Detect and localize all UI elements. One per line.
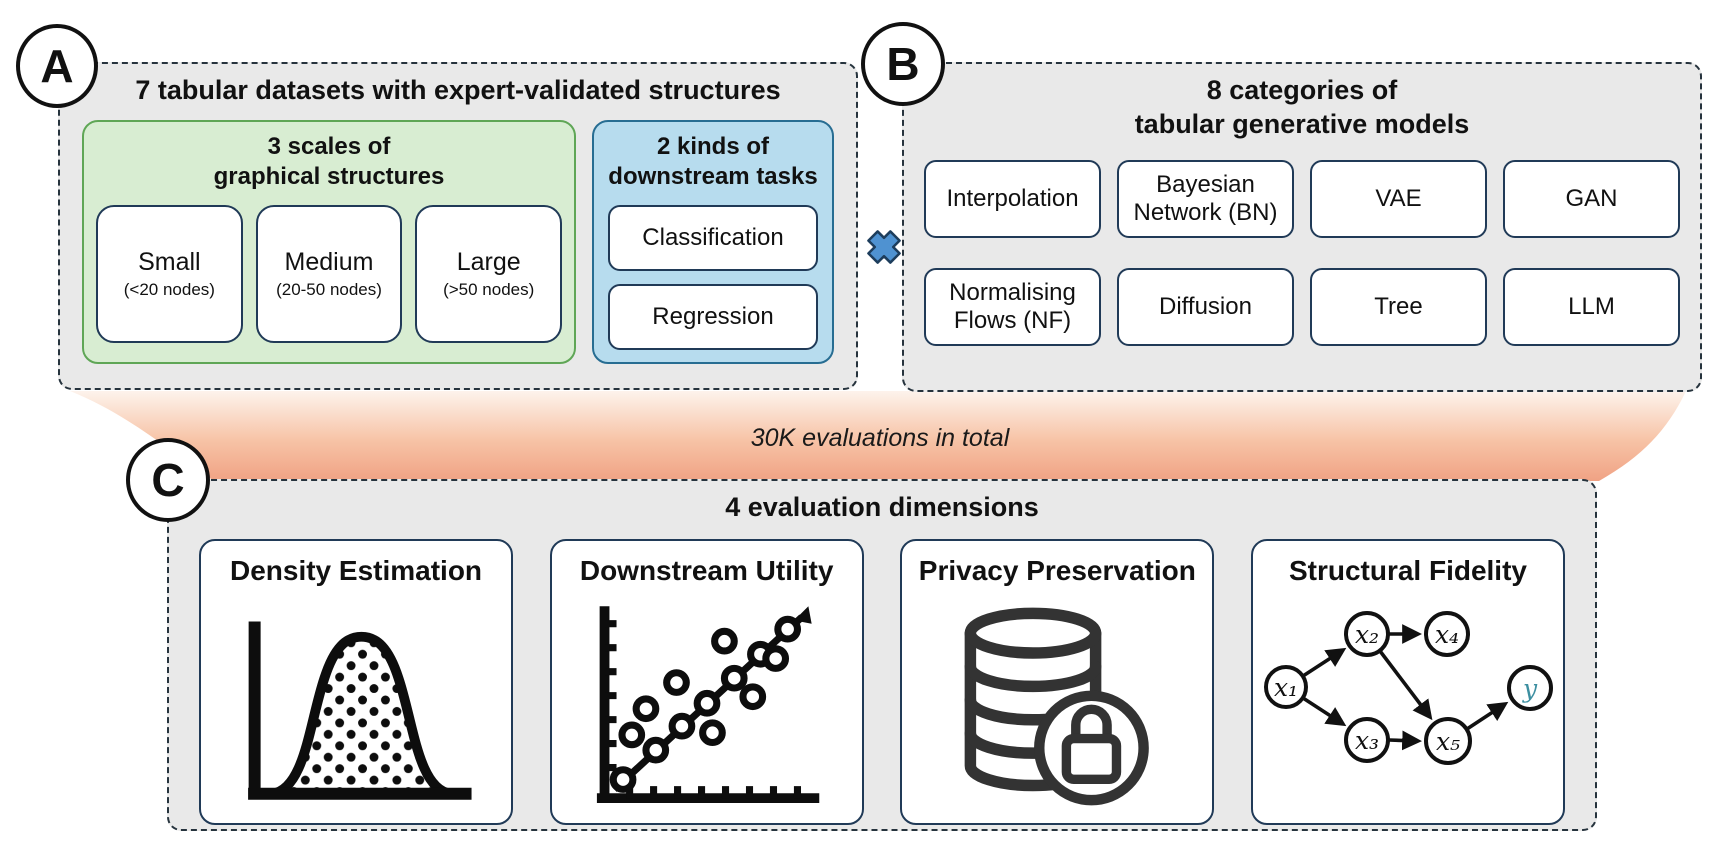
- badge-letter: B: [886, 38, 920, 90]
- scatter-plot-icon: [596, 606, 819, 803]
- badge-letter: A: [40, 40, 74, 92]
- dag-node-y: y: [1506, 664, 1553, 711]
- model-card-bayesian-network: Bayesian Network (BN): [1117, 159, 1294, 238]
- panel-c-badge: C: [126, 438, 210, 522]
- panel-b-title-line1: 8 categories of: [1206, 75, 1398, 105]
- scale-card-large: Large (>50 nodes): [415, 204, 563, 343]
- downstream-tasks-box: 2 kinds of downstream tasks Classificati…: [592, 119, 834, 364]
- dag-node-x2: x₂: [1343, 610, 1390, 657]
- scale-sublabel: (<20 nodes): [123, 279, 215, 299]
- eval-card-privacy-preservation: Privacy Preservation: [900, 538, 1215, 825]
- dag-node-label: x₅: [1436, 727, 1460, 756]
- model-grid: Interpolation Bayesian Network (BN) VAE …: [924, 159, 1680, 346]
- graphical-scales-box: 3 scales of graphical structures Small (…: [82, 119, 576, 364]
- eval-card-title: Downstream Utility: [579, 554, 834, 586]
- tasks-title-line2: downstream tasks: [608, 163, 818, 191]
- eval-card-downstream-utility: Downstream Utility: [549, 538, 864, 825]
- model-card-tree: Tree: [1310, 267, 1487, 346]
- scale-label: Small: [138, 247, 201, 276]
- dag-node-x4: x₄: [1423, 610, 1470, 657]
- dag-icon: x₁ x₂ x₃ x₄: [1263, 610, 1553, 765]
- model-card-gan: GAN: [1503, 159, 1680, 238]
- dag-node-x5: x₅: [1423, 716, 1472, 765]
- model-card-llm: LLM: [1503, 267, 1680, 346]
- scales-box-title: 3 scales of graphical structures: [94, 132, 564, 193]
- eval-card-structural-fidelity: Structural Fidelity: [1250, 538, 1565, 825]
- eval-card-title: Density Estimation: [229, 554, 483, 586]
- scales-title-line2: graphical structures: [213, 163, 445, 191]
- eval-cards: Density Estimation Downstream Utility: [199, 538, 1565, 825]
- dag-node-label: x₄: [1435, 620, 1459, 649]
- badge-letter: C: [151, 454, 185, 506]
- panel-c-title: 4 evaluation dimensions: [725, 492, 1039, 522]
- panel-a-badge: A: [16, 24, 98, 108]
- dag-edges: [1301, 623, 1509, 751]
- model-card-interpolation: Interpolation: [924, 159, 1101, 238]
- scale-card-small: Small (<20 nodes): [96, 204, 243, 343]
- panel-a-title: 7 tabular datasets with expert-validated…: [135, 75, 781, 105]
- dag-node-label: y: [1522, 674, 1538, 703]
- tasks-box-title: 2 kinds of downstream tasks: [608, 132, 818, 193]
- panel-c-evaluation: 4 evaluation dimensions Density Estimati…: [167, 479, 1597, 831]
- panel-b-title-line2: tabular generative models: [1134, 108, 1470, 139]
- dag-node-x3: x₃: [1343, 716, 1390, 763]
- scale-label: Large: [456, 247, 521, 276]
- eval-card-density-estimation: Density Estimation: [199, 538, 513, 825]
- model-card-normalising-flows: Normalising Flows (NF): [924, 267, 1101, 346]
- scale-cards: Small (<20 nodes) Medium (20-50 nodes) L…: [94, 204, 564, 343]
- scale-sublabel: (20-50 nodes): [276, 279, 382, 299]
- model-card-vae: VAE: [1310, 159, 1487, 238]
- panel-b-title: 8 categories of tabular generative model…: [904, 74, 1700, 142]
- density-plot-icon: [248, 621, 472, 800]
- eval-card-title: Structural Fidelity: [1288, 554, 1527, 586]
- database-lock-icon: [964, 607, 1150, 806]
- dag-node-label: x₂: [1355, 620, 1379, 649]
- dag-node-x1: x₁: [1263, 664, 1308, 709]
- eval-card-title: Privacy Preservation: [918, 554, 1196, 586]
- dag-node-label: x₃: [1355, 726, 1379, 755]
- panel-a-datasets: 7 tabular datasets with expert-validated…: [58, 62, 858, 390]
- multiply-icon: [867, 230, 901, 264]
- model-card-diffusion: Diffusion: [1117, 267, 1294, 346]
- scales-title-line1: 3 scales of: [267, 132, 391, 160]
- panel-b-models: 8 categories of tabular generative model…: [902, 62, 1702, 392]
- dag-node-label: x₁: [1274, 673, 1298, 702]
- total-evaluations-label: 30K evaluations in total: [750, 424, 1010, 452]
- panel-a-content: 3 scales of graphical structures Small (…: [60, 119, 856, 364]
- scale-card-medium: Medium (20-50 nodes): [255, 204, 403, 343]
- funnel-shape: [70, 391, 1686, 481]
- scale-label: Medium: [284, 247, 374, 276]
- scale-sublabel: (>50 nodes): [443, 279, 535, 299]
- panel-b-badge: B: [861, 22, 945, 106]
- tasks-title-line1: 2 kinds of: [656, 132, 770, 160]
- task-card-classification: Classification: [608, 204, 818, 271]
- task-card-regression: Regression: [608, 283, 818, 350]
